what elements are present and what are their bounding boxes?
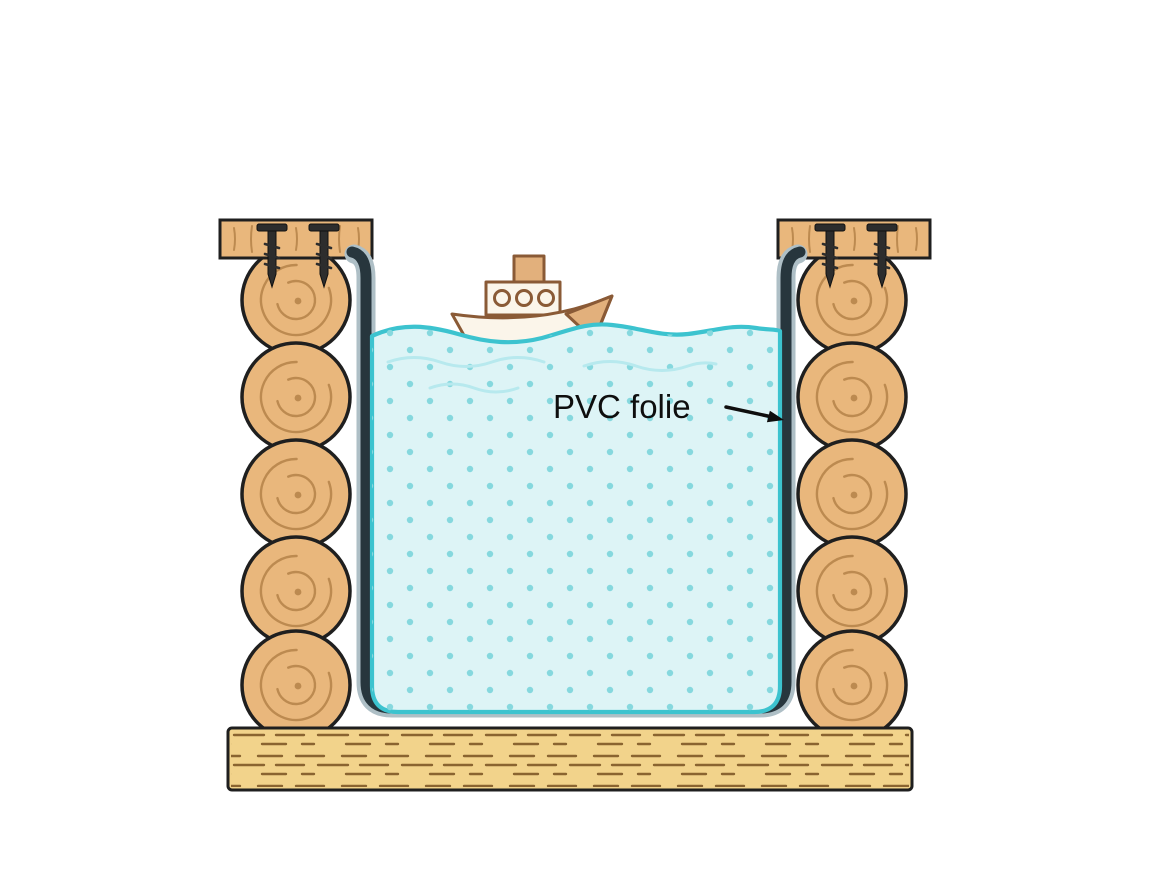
log xyxy=(796,629,908,741)
porthole xyxy=(537,289,555,307)
log xyxy=(240,629,352,741)
log xyxy=(796,341,908,453)
surface-ripple xyxy=(582,360,718,372)
water-texture xyxy=(372,324,780,712)
water xyxy=(369,322,783,715)
boat-smokestack xyxy=(512,254,546,286)
ground xyxy=(226,726,914,792)
log xyxy=(796,535,908,647)
right-log-wall xyxy=(796,244,908,741)
log xyxy=(240,341,352,453)
log xyxy=(240,438,352,550)
log xyxy=(240,535,352,647)
porthole xyxy=(515,289,533,307)
arrow-line xyxy=(724,405,772,419)
surface-ripple xyxy=(428,382,520,394)
left-log-wall xyxy=(240,244,352,741)
ground-texture xyxy=(231,731,909,787)
pvc-foil-label: PVC folie xyxy=(553,388,691,425)
log xyxy=(796,244,908,356)
arrow-head-icon xyxy=(766,410,784,423)
log xyxy=(796,438,908,550)
log xyxy=(240,244,352,356)
porthole xyxy=(493,289,511,307)
pvc-foil-annotation: PVC folie xyxy=(553,388,784,425)
surface-ripple xyxy=(386,356,546,368)
